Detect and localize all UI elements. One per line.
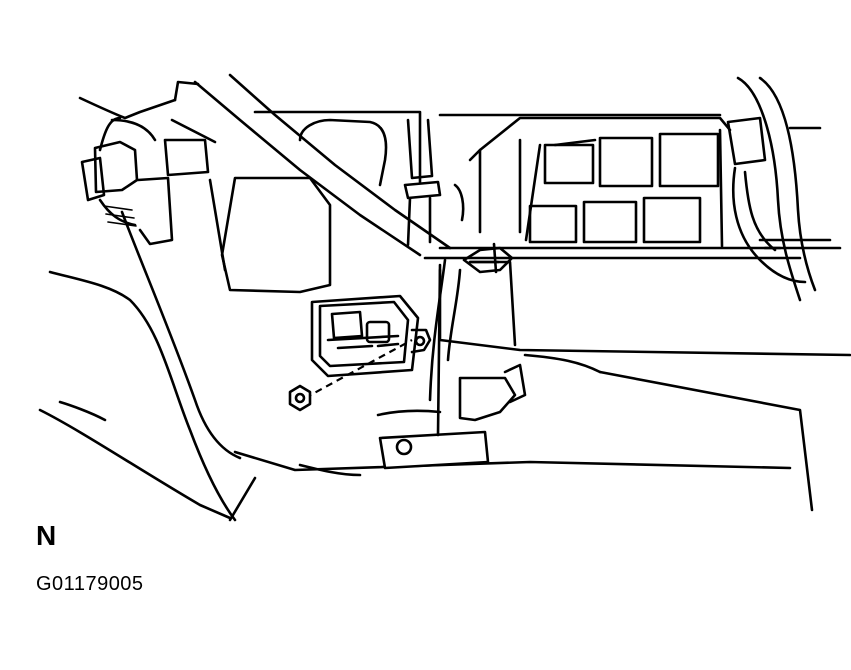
wiring-connector-cluster (80, 116, 210, 246)
control-module (310, 294, 432, 378)
view-label: N (36, 520, 57, 551)
diagonal-brace (173, 73, 452, 257)
figure-code: G01179005 (36, 573, 144, 595)
hose-assembly (726, 76, 842, 302)
mounting-bracket (378, 242, 514, 470)
hvac-unit (423, 113, 802, 260)
dash-upper-panel (170, 110, 442, 294)
lower-dash-panel (228, 258, 851, 522)
side-trim-panel (38, 96, 242, 522)
mounting-screw (288, 339, 413, 412)
